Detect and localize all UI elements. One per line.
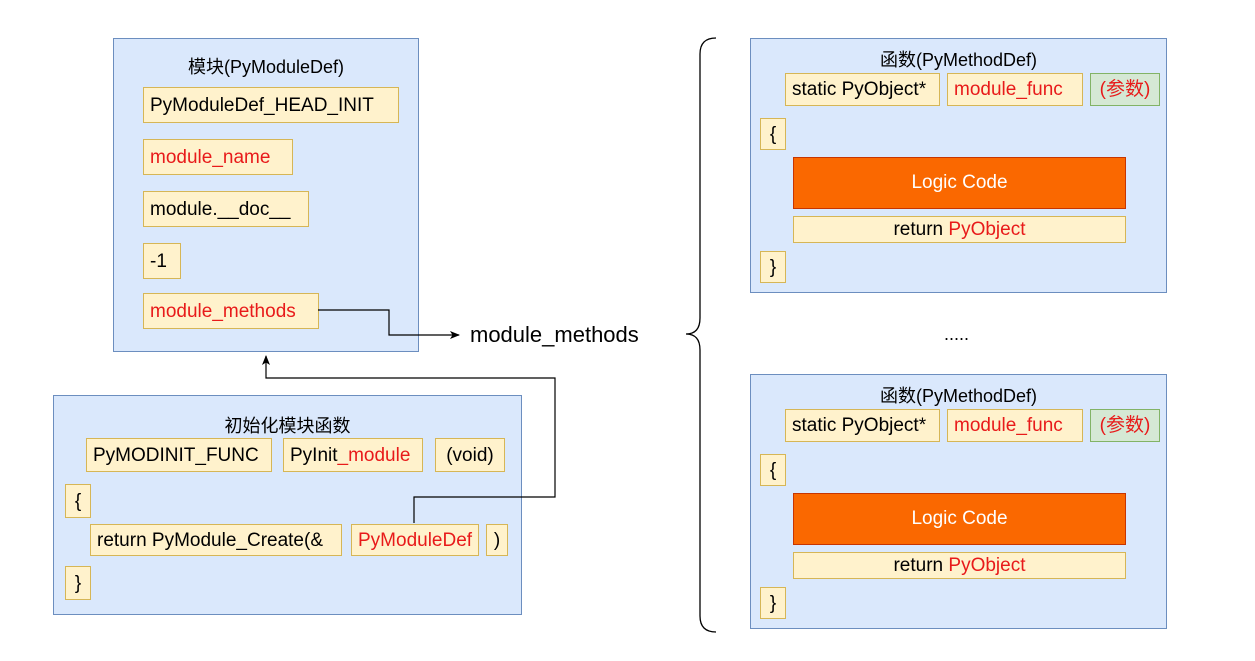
method-def-logic-1: Logic Code bbox=[793, 157, 1126, 209]
init-func-title: 初始化模块函数 bbox=[224, 416, 351, 436]
method-def-panel-2: 函数(PyMethodDef) static PyObject* module_… bbox=[750, 374, 1167, 629]
module-def-connector bbox=[262, 355, 556, 523]
method-def-params-2: (参数) bbox=[1090, 409, 1160, 442]
method-def-name-1: module_func bbox=[947, 73, 1083, 106]
init-func-close-brace: } bbox=[65, 566, 91, 600]
curly-brace bbox=[685, 37, 717, 633]
method-def-return-kw-2: return bbox=[893, 555, 949, 576]
method-def-return-2: return PyObject bbox=[793, 552, 1126, 579]
method-def-open-brace-1: { bbox=[760, 118, 786, 150]
init-func-panel: 初始化模块函数 PyMODINIT_FUNC PyInit_module (vo… bbox=[53, 395, 522, 615]
method-def-panel-1: 函数(PyMethodDef) static PyObject* module_… bbox=[750, 38, 1167, 293]
method-def-close-brace-2: } bbox=[760, 587, 786, 619]
init-func-open-brace: { bbox=[65, 484, 91, 518]
method-def-close-brace-1: } bbox=[760, 251, 786, 283]
methods-label: module_methods bbox=[470, 322, 639, 347]
method-def-return-type-2: PyObject bbox=[948, 555, 1026, 576]
method-def-open-brace-2: { bbox=[760, 454, 786, 486]
method-def-params-1: (参数) bbox=[1090, 73, 1160, 106]
module-def-title: 模块(PyModuleDef) bbox=[187, 57, 345, 77]
module-def-field-methods: module_methods bbox=[143, 293, 319, 329]
module-def-field-size: -1 bbox=[143, 243, 181, 279]
method-def-return-1: return PyObject bbox=[793, 216, 1126, 243]
method-def-ret-type-1: static PyObject* bbox=[785, 73, 940, 106]
methods-connector bbox=[318, 309, 460, 339]
init-func-close-paren: ) bbox=[486, 524, 508, 556]
init-func-params: (void) bbox=[435, 438, 505, 472]
init-func-return-arg: PyModuleDef bbox=[351, 524, 479, 556]
module-def-field-head-init: PyModuleDef_HEAD_INIT bbox=[143, 87, 399, 123]
module-def-field-doc: module.__doc__ bbox=[143, 191, 309, 227]
module-def-field-name: module_name bbox=[143, 139, 293, 175]
method-def-name-2: module_func bbox=[947, 409, 1083, 442]
init-func-return-stmt: return PyModule_Create(& bbox=[90, 524, 342, 556]
method-def-title-1: 函数(PyMethodDef) bbox=[879, 50, 1038, 70]
init-func-name: PyInit_module bbox=[283, 438, 423, 472]
init-func-name-prefix: PyInit bbox=[290, 444, 338, 466]
init-func-ret-type: PyMODINIT_FUNC bbox=[86, 438, 272, 472]
method-def-return-type-1: PyObject bbox=[948, 219, 1026, 240]
method-def-return-kw-1: return bbox=[893, 219, 949, 240]
module-def-panel: 模块(PyModuleDef) PyModuleDef_HEAD_INIT mo… bbox=[113, 38, 419, 352]
ellipsis-label: ..... bbox=[944, 324, 970, 344]
method-def-logic-2: Logic Code bbox=[793, 493, 1126, 545]
method-def-title-2: 函数(PyMethodDef) bbox=[879, 386, 1038, 406]
method-def-ret-type-2: static PyObject* bbox=[785, 409, 940, 442]
init-func-name-suffix: _module bbox=[337, 444, 411, 466]
